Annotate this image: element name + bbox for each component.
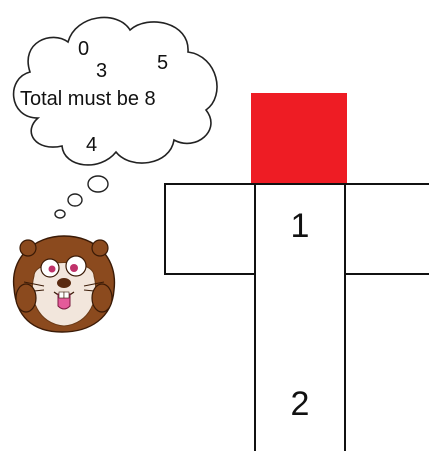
grid-cell-bottom[interactable]: 2 bbox=[254, 363, 346, 451]
thought-dot-medium bbox=[68, 194, 82, 206]
grid-cell-left[interactable] bbox=[164, 183, 256, 275]
grid-cell-below[interactable] bbox=[254, 273, 346, 365]
bubble-message: Total must be 8 bbox=[20, 88, 156, 111]
beaver-icon bbox=[4, 228, 124, 338]
bubble-number-3: 3 bbox=[96, 60, 107, 83]
grid-cell-center[interactable]: 1 bbox=[254, 183, 346, 275]
grid-cell-value: 2 bbox=[256, 385, 344, 424]
grid-cell-right[interactable] bbox=[344, 183, 429, 275]
thought-dot-large bbox=[88, 176, 108, 192]
thought-dot-small bbox=[55, 210, 65, 218]
grid-cell-value: 1 bbox=[256, 207, 344, 246]
bubble-number-0: 0 bbox=[78, 38, 89, 61]
target-square[interactable] bbox=[251, 93, 347, 185]
bubble-number-4: 4 bbox=[86, 134, 97, 157]
bubble-number-5: 5 bbox=[157, 52, 168, 75]
